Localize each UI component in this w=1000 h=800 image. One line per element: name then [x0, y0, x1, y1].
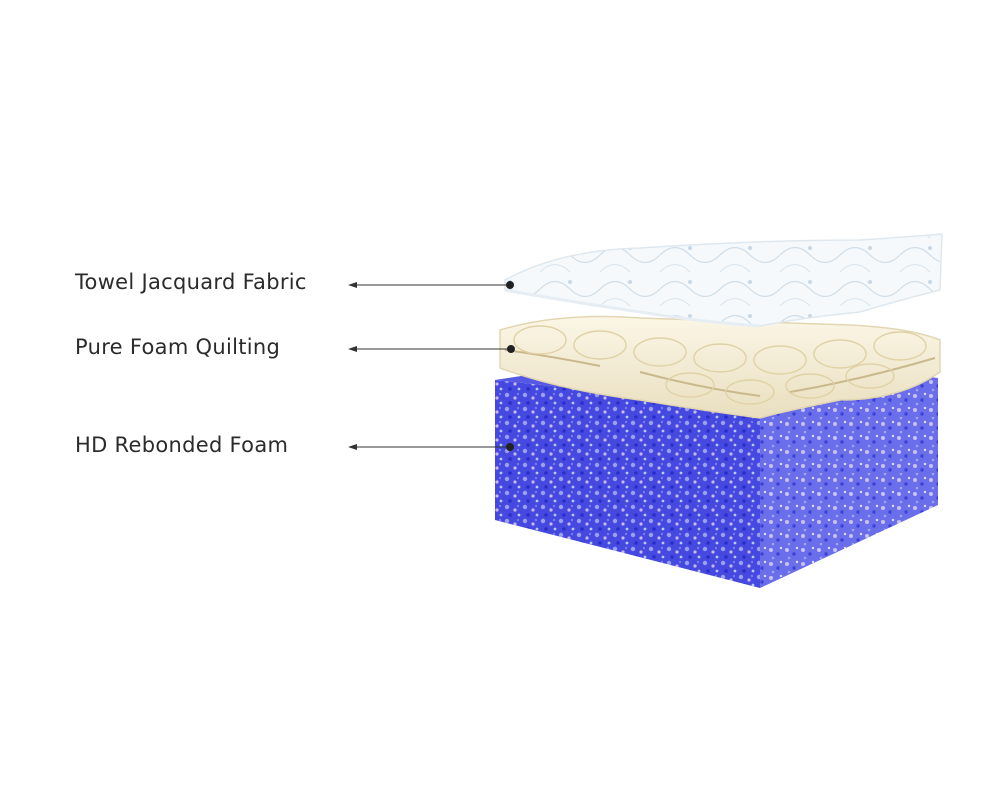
pointer-fabric: [348, 281, 514, 289]
marker-dot-icon: [507, 345, 515, 353]
marker-dot-icon: [506, 281, 514, 289]
pointer-quilting: [348, 345, 515, 353]
layer-label-hd-rebonded-foam: HD Rebonded Foam: [75, 433, 289, 457]
layer-label-towel-jacquard-fabric: Towel Jacquard Fabric: [75, 270, 307, 294]
pointer-rebonded-foam: [348, 443, 514, 451]
jacquard-fabric-layer: [504, 233, 943, 328]
arrowhead-icon: [348, 346, 357, 352]
arrowhead-icon: [348, 282, 357, 288]
marker-dot-icon: [506, 443, 514, 451]
foam-quilting-layer: [499, 315, 941, 419]
layer-label-pure-foam-quilting: Pure Foam Quilting: [75, 335, 281, 359]
arrowhead-icon: [348, 444, 357, 450]
